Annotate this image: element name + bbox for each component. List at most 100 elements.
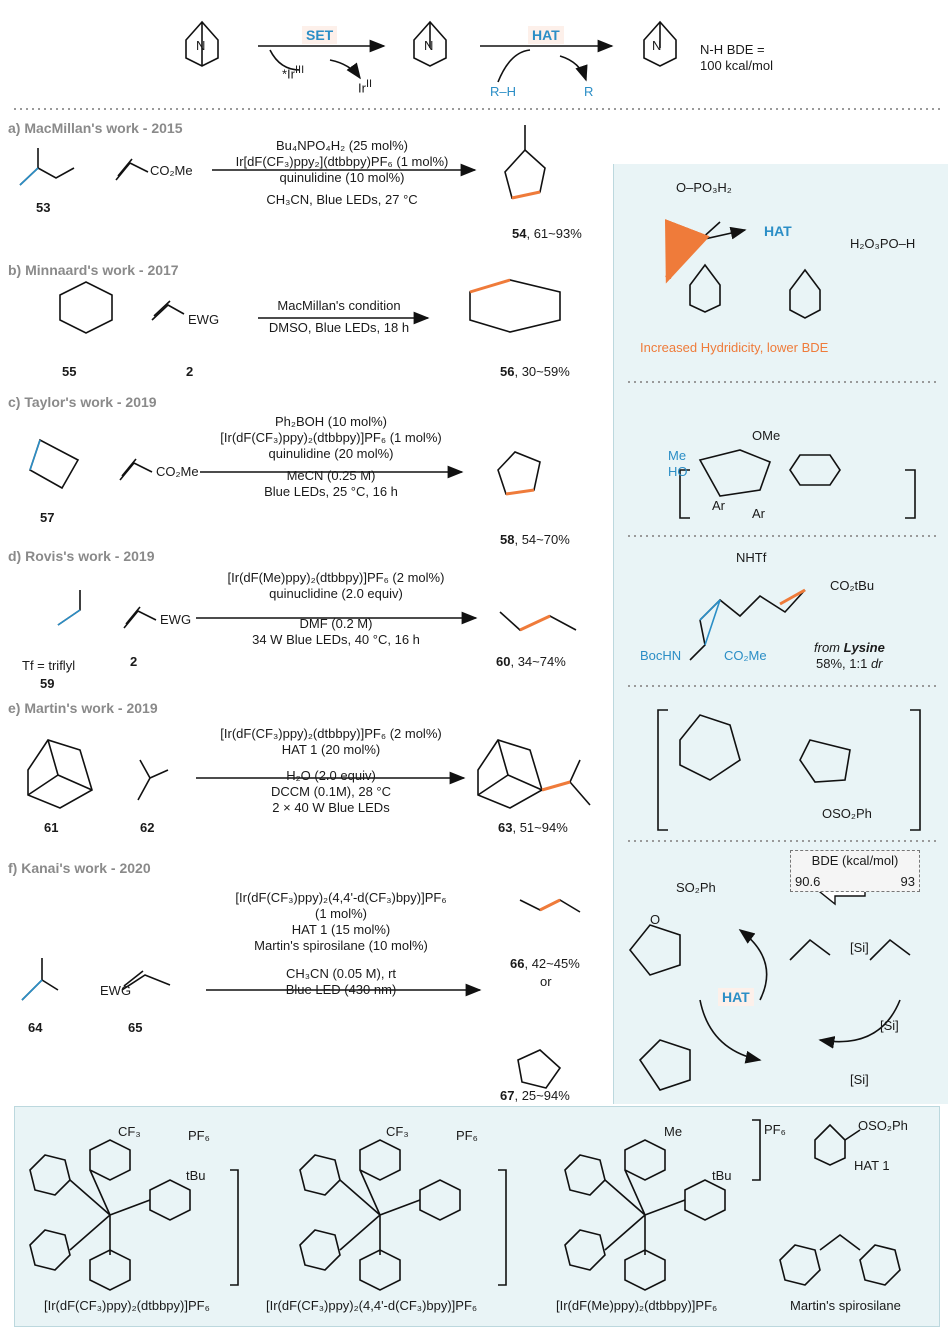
lysine-source: from Lysine [814, 640, 885, 655]
radical-label: R [584, 84, 594, 99]
quinuclidine-radical-cation [413, 20, 447, 67]
section-a-conditions: Bu₄NPO₄H₂ (25 mol%) Ir[dF(CF₃)ppy₂](dtbb… [235, 138, 449, 207]
catalyst-2-structure [299, 1139, 507, 1291]
section-b-reagent: EWG [188, 312, 220, 327]
section-c-title: c) Taylor's work - 2019 [8, 394, 157, 410]
catalyst-3-name: [Ir(dF(Me)ppy)₂(dtbbpy)]PF₆ [556, 1298, 718, 1313]
section-c-reagent: CO₂Me [156, 464, 199, 479]
f-o-label: O [650, 912, 661, 927]
hydridicity-note: Increased Hydridicity, lower BDE [640, 340, 829, 355]
phosphate-label: O–PO₃H₂ [676, 180, 732, 195]
spirosilane-structure [779, 1234, 901, 1286]
compound-62: 62 [140, 820, 155, 835]
me-label: Me [668, 448, 687, 463]
compound-61: 61 [44, 820, 59, 835]
section-d-reagent: EWG [160, 612, 192, 627]
section-f-conditions: [Ir(dF(CF₃)ppy)₂(4,4'-d(CF₃)bpy)]PF₆ (1 … [235, 890, 447, 997]
section-a-reagent: CO₂Me [150, 163, 193, 178]
ir3-label: *IrIII [282, 64, 305, 82]
hat-tag: HAT [528, 26, 564, 44]
ir2-label: IrII [358, 78, 373, 96]
side-f-hat: HAT [718, 988, 754, 1006]
si-label-3: [Si] [850, 1072, 869, 1087]
compound-65: 65 [128, 1020, 143, 1035]
section-e-conditions: [Ir(dF(CF₃)ppy)₂(dtbbpy)]PF₆ (2 mol%) HA… [220, 726, 442, 815]
si-label-2: [Si] [880, 1018, 899, 1033]
ewg-label-f: EWG [100, 983, 132, 998]
catalyst-3-structure [564, 1119, 761, 1291]
compound-57: 57 [40, 510, 55, 525]
quinuclidine-1 [185, 20, 219, 67]
section-a-title: a) MacMillan's work - 2015 [8, 120, 183, 136]
cf3-label-1: CF₃ [118, 1124, 141, 1139]
co2tbu-label: CO₂tBu [830, 578, 875, 593]
catalyst-1-structure [29, 1139, 239, 1291]
bde-line-2: 100 kcal/mol [700, 58, 773, 73]
adamantane-61 [27, 739, 93, 809]
ome-label: OMe [752, 428, 781, 443]
co2me-label: CO₂Me [724, 648, 767, 663]
pf6-label-3: PF₆ [764, 1122, 786, 1137]
catalyst-panel [14, 1106, 940, 1327]
section-d-title: d) Rovis's work - 2019 [8, 548, 155, 564]
product-60: 60, 34~74% [496, 654, 566, 669]
section-c-conditions: Ph₂BOH (10 mol%) [Ir(dF(CF₃)ppy)₂(dtbbpy… [220, 414, 442, 499]
compound-55: 55 [62, 364, 77, 379]
or-label: or [540, 974, 552, 989]
tbu-label-3: tBu [712, 1168, 732, 1183]
compound-2-d: 2 [130, 654, 138, 669]
pf6-label-2: PF₆ [456, 1128, 478, 1143]
hat1-group-label: OSO₂Ph [858, 1118, 908, 1133]
spirosilane-name: Martin's spirosilane [790, 1298, 901, 1313]
n-label-3: N [652, 38, 662, 53]
cf3-label-2: CF₃ [386, 1124, 409, 1139]
bde-line-1: N-H BDE = [700, 42, 765, 57]
hat1-structure [814, 1123, 861, 1166]
rh-label: R–H [490, 84, 517, 99]
section-b-title: b) Minnaard's work - 2017 [8, 262, 179, 278]
tbu-label-1: tBu [186, 1168, 206, 1183]
bde-value-2: 93 [900, 874, 915, 889]
si-label-1: [Si] [850, 940, 869, 955]
bde-box: BDE (kcal/mol) 90.6 93 [790, 850, 920, 892]
bde-value-1: 90.6 [795, 874, 821, 889]
product-54: 54, 61~93% [512, 226, 582, 241]
section-b-conditions: MacMillan's condition DMSO, Blue LEDs, 1… [268, 298, 410, 335]
phosphoric-acid-label: H₂O₃PO–H [850, 236, 916, 251]
bochn-label: BocHN [640, 648, 682, 663]
side-a-hat: HAT [764, 223, 792, 239]
mechanism-panel [613, 164, 948, 1104]
ho-label: HO [668, 464, 688, 479]
pf6-label-1: PF₆ [188, 1128, 210, 1143]
compound-64: 64 [28, 1020, 43, 1035]
section-e-title: e) Martin's work - 2019 [8, 700, 158, 716]
nhtf-label: NHTf [736, 550, 767, 565]
catalyst-1-name: [Ir(dF(CF₃)ppy)₂(dtbbpy)]PF₆ [44, 1298, 210, 1313]
lysine-yield: 58%, 1:1 dr [816, 656, 883, 671]
triflyl-note: Tf = triflyl [22, 658, 76, 673]
section-f-title: f) Kanai's work - 2020 [8, 860, 151, 876]
product-67: 67, 25~94% [500, 1088, 570, 1103]
f-so2ph-label: SO₂Ph [676, 880, 716, 895]
hat1-name: HAT 1 [854, 1158, 890, 1173]
product-56: 56, 30~59% [500, 364, 570, 379]
compound-2: 2 [186, 364, 194, 379]
product-63: 63, 51~94% [498, 820, 568, 835]
ir3-curve [269, 49, 301, 71]
n-label-1: N [196, 38, 206, 53]
section-d-conditions: [Ir(dF(Me)ppy)₂(dtbbpy)]PF₆ (2 mol%) qui… [227, 570, 445, 647]
ar-label-1: Ar [712, 498, 725, 513]
hat1-oso2ph-label: OSO₂Ph [822, 806, 872, 821]
ar-label-2: Ar [752, 506, 765, 521]
compound-59: 59 [40, 676, 55, 691]
set-tag: SET [302, 26, 338, 44]
catalyst-2-name: [Ir(dF(CF₃)ppy)₂(4,4'-d(CF₃)bpy)]PF₆ [266, 1298, 478, 1313]
n-label-2: N [424, 38, 434, 53]
me-label-cat3: Me [664, 1124, 683, 1139]
compound-53: 53 [36, 200, 51, 215]
product-58: 58, 54~70% [500, 532, 570, 547]
product-66: 66, 42~45% [510, 956, 580, 971]
adamantane-63 [477, 739, 543, 809]
quinuclidinium [643, 20, 677, 67]
